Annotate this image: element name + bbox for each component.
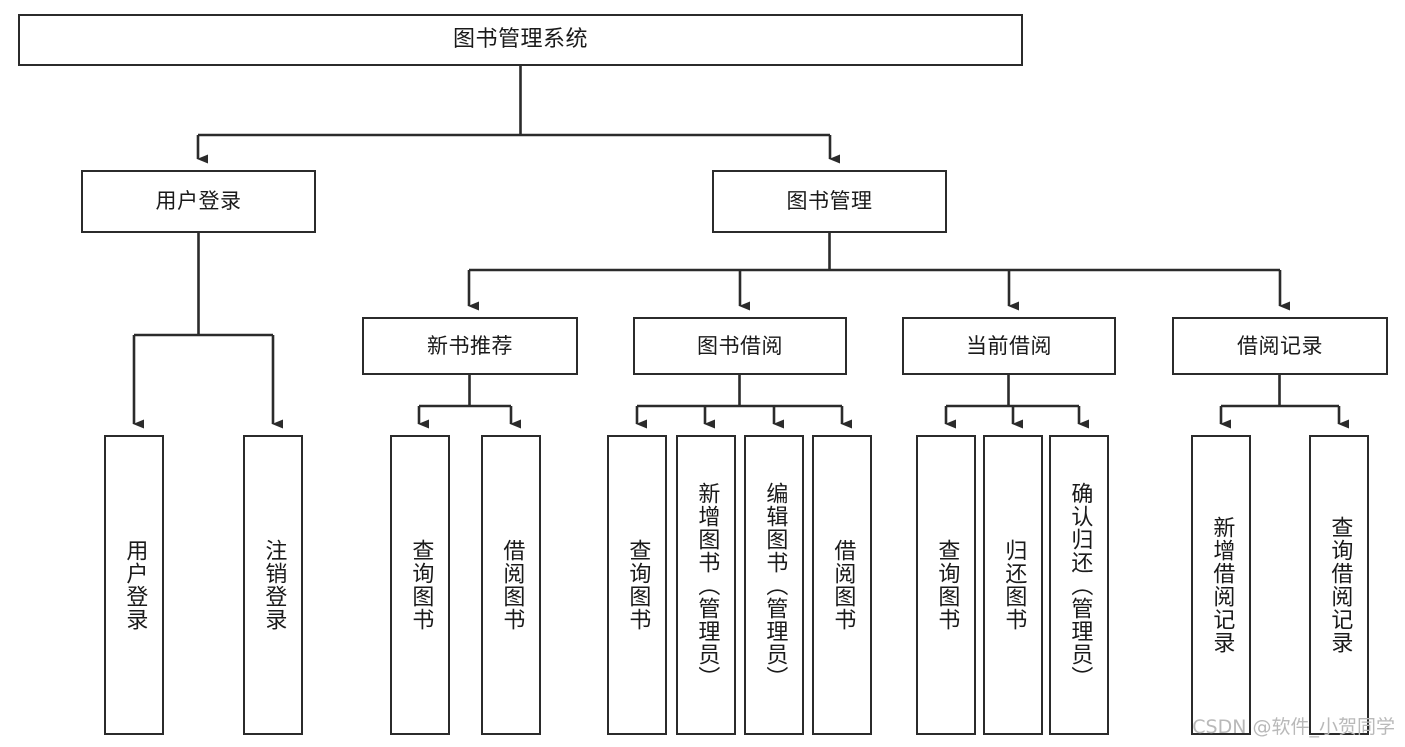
leaf-current-query-book[interactable]: 查询图书 bbox=[916, 435, 976, 735]
leaf-borrow-borrow-book[interactable]: 借阅图书 bbox=[812, 435, 872, 735]
leaf-new-book-borrow[interactable]: 借阅图书 bbox=[481, 435, 541, 735]
leaf-borrow-query-book[interactable]: 查询图书 bbox=[607, 435, 667, 735]
node-label: 图书管理系统 bbox=[452, 27, 588, 52]
node-current-borrow[interactable]: 当前借阅 bbox=[902, 317, 1116, 375]
node-label: 新增借阅记录 bbox=[1209, 516, 1235, 654]
leaf-borrow-edit-book[interactable]: 编辑图书（管理员） bbox=[744, 435, 804, 735]
node-label: 查询借阅记录 bbox=[1327, 516, 1353, 654]
node-label: 当前借阅 bbox=[966, 333, 1052, 358]
node-label: 借阅图书 bbox=[830, 539, 856, 631]
leaf-current-return-book[interactable]: 归还图书 bbox=[983, 435, 1043, 735]
node-book-management[interactable]: 图书管理 bbox=[712, 170, 947, 233]
node-label: 注销登录 bbox=[261, 539, 287, 631]
node-label: 图书管理 bbox=[786, 189, 873, 213]
node-label: 查询图书 bbox=[408, 539, 434, 631]
node-label: 查询图书 bbox=[625, 539, 651, 631]
leaf-record-query-record[interactable]: 查询借阅记录 bbox=[1309, 435, 1369, 735]
node-book-borrow[interactable]: 图书借阅 bbox=[633, 317, 847, 375]
leaf-user-login-logout[interactable]: 注销登录 bbox=[243, 435, 303, 735]
node-new-book-recommend[interactable]: 新书推荐 bbox=[362, 317, 578, 375]
leaf-current-confirm-return[interactable]: 确认归还（管理员） bbox=[1049, 435, 1109, 735]
node-label: 编辑图书（管理员） bbox=[762, 481, 788, 689]
node-label: 用户登录 bbox=[122, 539, 148, 631]
node-user-login[interactable]: 用户登录 bbox=[81, 170, 316, 233]
node-label: 查询图书 bbox=[934, 539, 960, 631]
node-label: 借阅记录 bbox=[1237, 333, 1323, 358]
node-label: 归还图书 bbox=[1001, 539, 1027, 631]
leaf-record-add-record[interactable]: 新增借阅记录 bbox=[1191, 435, 1251, 735]
node-label: 新增图书（管理员） bbox=[694, 481, 720, 689]
node-root-system[interactable]: 图书管理系统 bbox=[18, 14, 1023, 66]
leaf-borrow-add-book[interactable]: 新增图书（管理员） bbox=[676, 435, 736, 735]
leaf-new-book-query[interactable]: 查询图书 bbox=[390, 435, 450, 735]
leaf-user-login-login[interactable]: 用户登录 bbox=[104, 435, 164, 735]
node-label: 用户登录 bbox=[155, 189, 242, 213]
node-label: 新书推荐 bbox=[427, 333, 513, 358]
node-borrow-record[interactable]: 借阅记录 bbox=[1172, 317, 1388, 375]
node-label: 图书借阅 bbox=[697, 333, 783, 358]
csdn-watermark: CSDN @软件_小贺同学 bbox=[1192, 716, 1395, 738]
node-label: 确认归还（管理员） bbox=[1067, 481, 1093, 689]
node-label: 借阅图书 bbox=[499, 539, 525, 631]
